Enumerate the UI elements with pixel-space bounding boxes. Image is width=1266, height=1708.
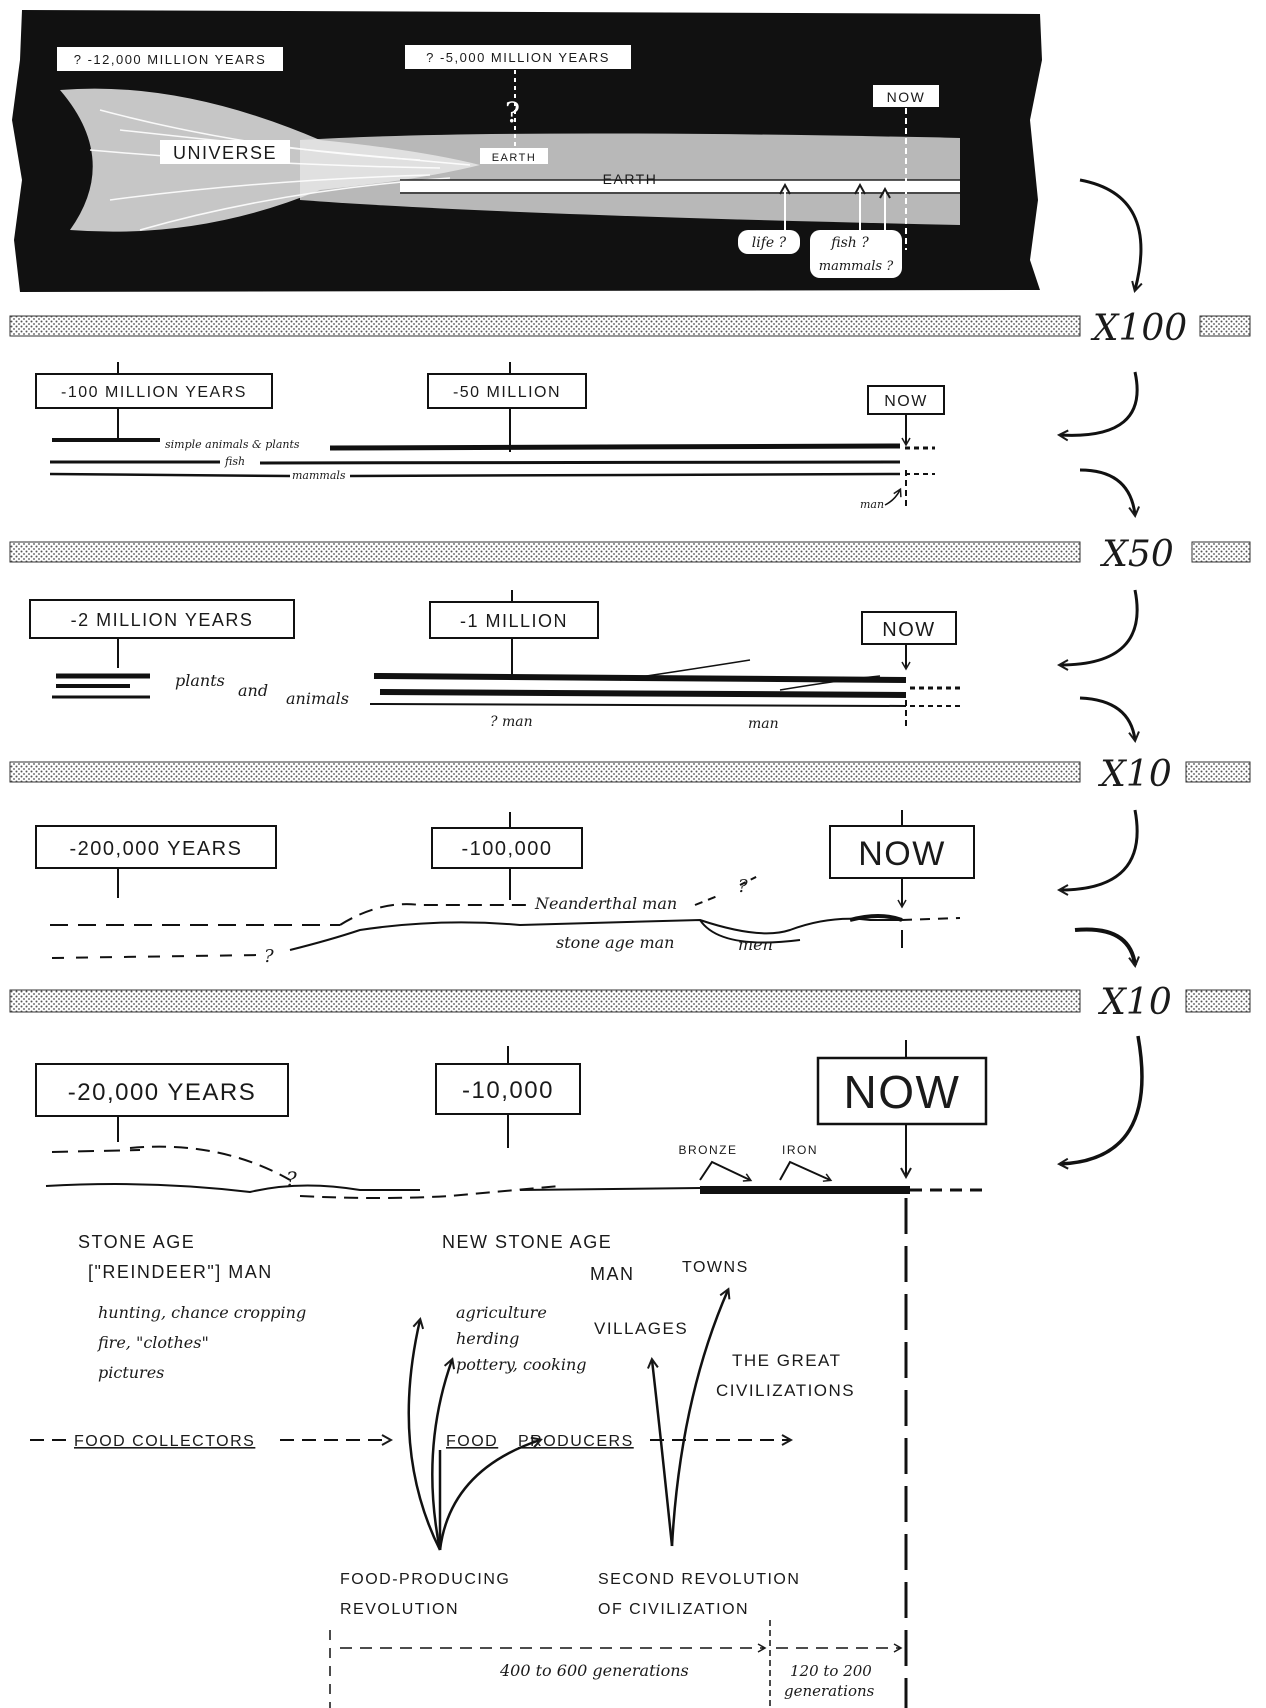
scale-band-x100: X100 [10, 308, 1250, 349]
label-100m-now: NOW [884, 393, 928, 410]
earth-label: EARTH [603, 171, 658, 187]
towns-label: TOWNS [682, 1259, 749, 1276]
zoom-arrow-2b [1080, 470, 1135, 515]
question-mark-200k-a: ? [738, 876, 748, 897]
label-20k-far: -20,000 YEARS [68, 1079, 257, 1106]
zoom-arrow-4b [1075, 929, 1135, 965]
panel-20-thousand: -20,000 YEARS -10,000 NOW ? BRONZE IRON … [30, 1040, 990, 1708]
plants-label: plants [175, 671, 225, 690]
label-2m-mid: -1 MILLION [460, 611, 568, 631]
second-revolution-2: OF CIVILIZATION [598, 1601, 749, 1618]
question-man-label: ? man [490, 714, 533, 730]
earth-question-mark: ? [505, 96, 520, 129]
generations-span-1: 400 to 600 generations [499, 1661, 689, 1680]
bronze-label: BRONZE [678, 1143, 737, 1157]
question-mark-200k-b: ? [264, 946, 274, 967]
universe-label: UNIVERSE [173, 143, 277, 163]
earth-small-label: EARTH [492, 152, 537, 164]
scale-x50: X50 [1099, 534, 1173, 575]
label-100m-mid: -50 MILLION [453, 384, 561, 401]
label-universe-far: ? -12,000 MILLION YEARS [74, 52, 267, 67]
panel-100-million: -100 MILLION YEARS -50 MILLION NOW simpl… [36, 362, 944, 511]
stone-age-man-label: stone age man [556, 933, 674, 952]
mammals-label-100m: mammals [292, 469, 346, 482]
zoom-arrow-3b [1080, 698, 1135, 740]
zoom-arrow-5 [1060, 1036, 1142, 1164]
label-2m-far: -2 MILLION YEARS [71, 610, 254, 630]
scale-x10-b: X10 [1097, 982, 1171, 1023]
scale-band-x10-a: X10 [10, 754, 1250, 795]
label-universe-mid: ? -5,000 MILLION YEARS [426, 50, 610, 65]
universe-panel: ? -12,000 MILLION YEARS ? -5,000 MILLION… [12, 10, 1042, 292]
label-20k-mid: -10,000 [462, 1077, 554, 1104]
simple-animals-label: simple animals & plants [165, 438, 300, 451]
great-civilizations-2: CIVILIZATIONS [716, 1381, 855, 1400]
zoom-arrow-3a [1060, 590, 1137, 665]
label-200k-now: NOW [858, 835, 946, 873]
second-revolution-1: SECOND REVOLUTION [598, 1571, 800, 1588]
scale-x100: X100 [1090, 308, 1187, 349]
zoom-arrow-1 [1080, 180, 1141, 290]
zoom-arrow-4a [1060, 810, 1137, 890]
animals-label: animals [286, 689, 349, 708]
zoom-arrow-2a [1060, 372, 1137, 435]
food-producing-revolution-2: REVOLUTION [340, 1601, 459, 1618]
scale-band-x50: X50 [10, 534, 1250, 575]
neanderthal-label: Neanderthal man [534, 894, 677, 913]
generations-span-2b: generations [784, 1682, 875, 1700]
herding-text: herding [456, 1329, 519, 1348]
food-collectors-label: FOOD COLLECTORS [74, 1433, 255, 1450]
food-producing-revolution-1: FOOD-PRODUCING [340, 1571, 510, 1588]
food-word: FOOD [446, 1433, 498, 1450]
new-stone-age-man: MAN [590, 1264, 635, 1284]
and-label: and [238, 681, 268, 700]
pictures-text: pictures [98, 1363, 164, 1382]
label-20k-now: NOW [844, 1066, 961, 1118]
life-label: life ? [752, 235, 787, 251]
men-label: men [738, 935, 773, 954]
great-civilizations-1: THE GREAT [732, 1351, 842, 1370]
panel-200-thousand: -200,000 YEARS -100,000 NOW Neanderthal … [36, 810, 974, 967]
label-universe-now: NOW [887, 89, 926, 105]
fire-text: fire, "clothes" [97, 1333, 209, 1352]
panel-2-million: -2 MILLION YEARS -1 MILLION NOW plants a… [30, 590, 960, 732]
pottery-text: pottery, cooking [456, 1355, 587, 1374]
label-200k-far: -200,000 YEARS [70, 838, 243, 860]
generations-span-2a: 120 to 200 [790, 1662, 872, 1680]
label-200k-mid: -100,000 [462, 838, 553, 860]
man-label-2m: man [748, 716, 779, 732]
iron-label: IRON [782, 1143, 818, 1157]
stone-age-heading: STONE AGE [78, 1232, 195, 1252]
hunting-text: hunting, chance cropping [98, 1303, 306, 1322]
fish-label-100m: fish [224, 455, 245, 468]
man-label-100m: man [860, 498, 884, 511]
villages-label: VILLAGES [594, 1319, 688, 1338]
mammals-label: mammals ? [819, 259, 894, 274]
scale-x10-a: X10 [1097, 754, 1171, 795]
label-100m-far: -100 MILLION YEARS [61, 384, 247, 401]
fish-label: fish ? [830, 235, 869, 251]
agriculture-text: agriculture [456, 1303, 547, 1322]
question-mark-20k: ? [286, 1167, 297, 1191]
label-2m-now: NOW [882, 619, 935, 641]
reindeer-man-heading: ["REINDEER"] MAN [88, 1262, 273, 1282]
scale-band-x10-b: X10 [10, 982, 1250, 1023]
new-stone-age-heading: NEW STONE AGE [442, 1232, 612, 1252]
